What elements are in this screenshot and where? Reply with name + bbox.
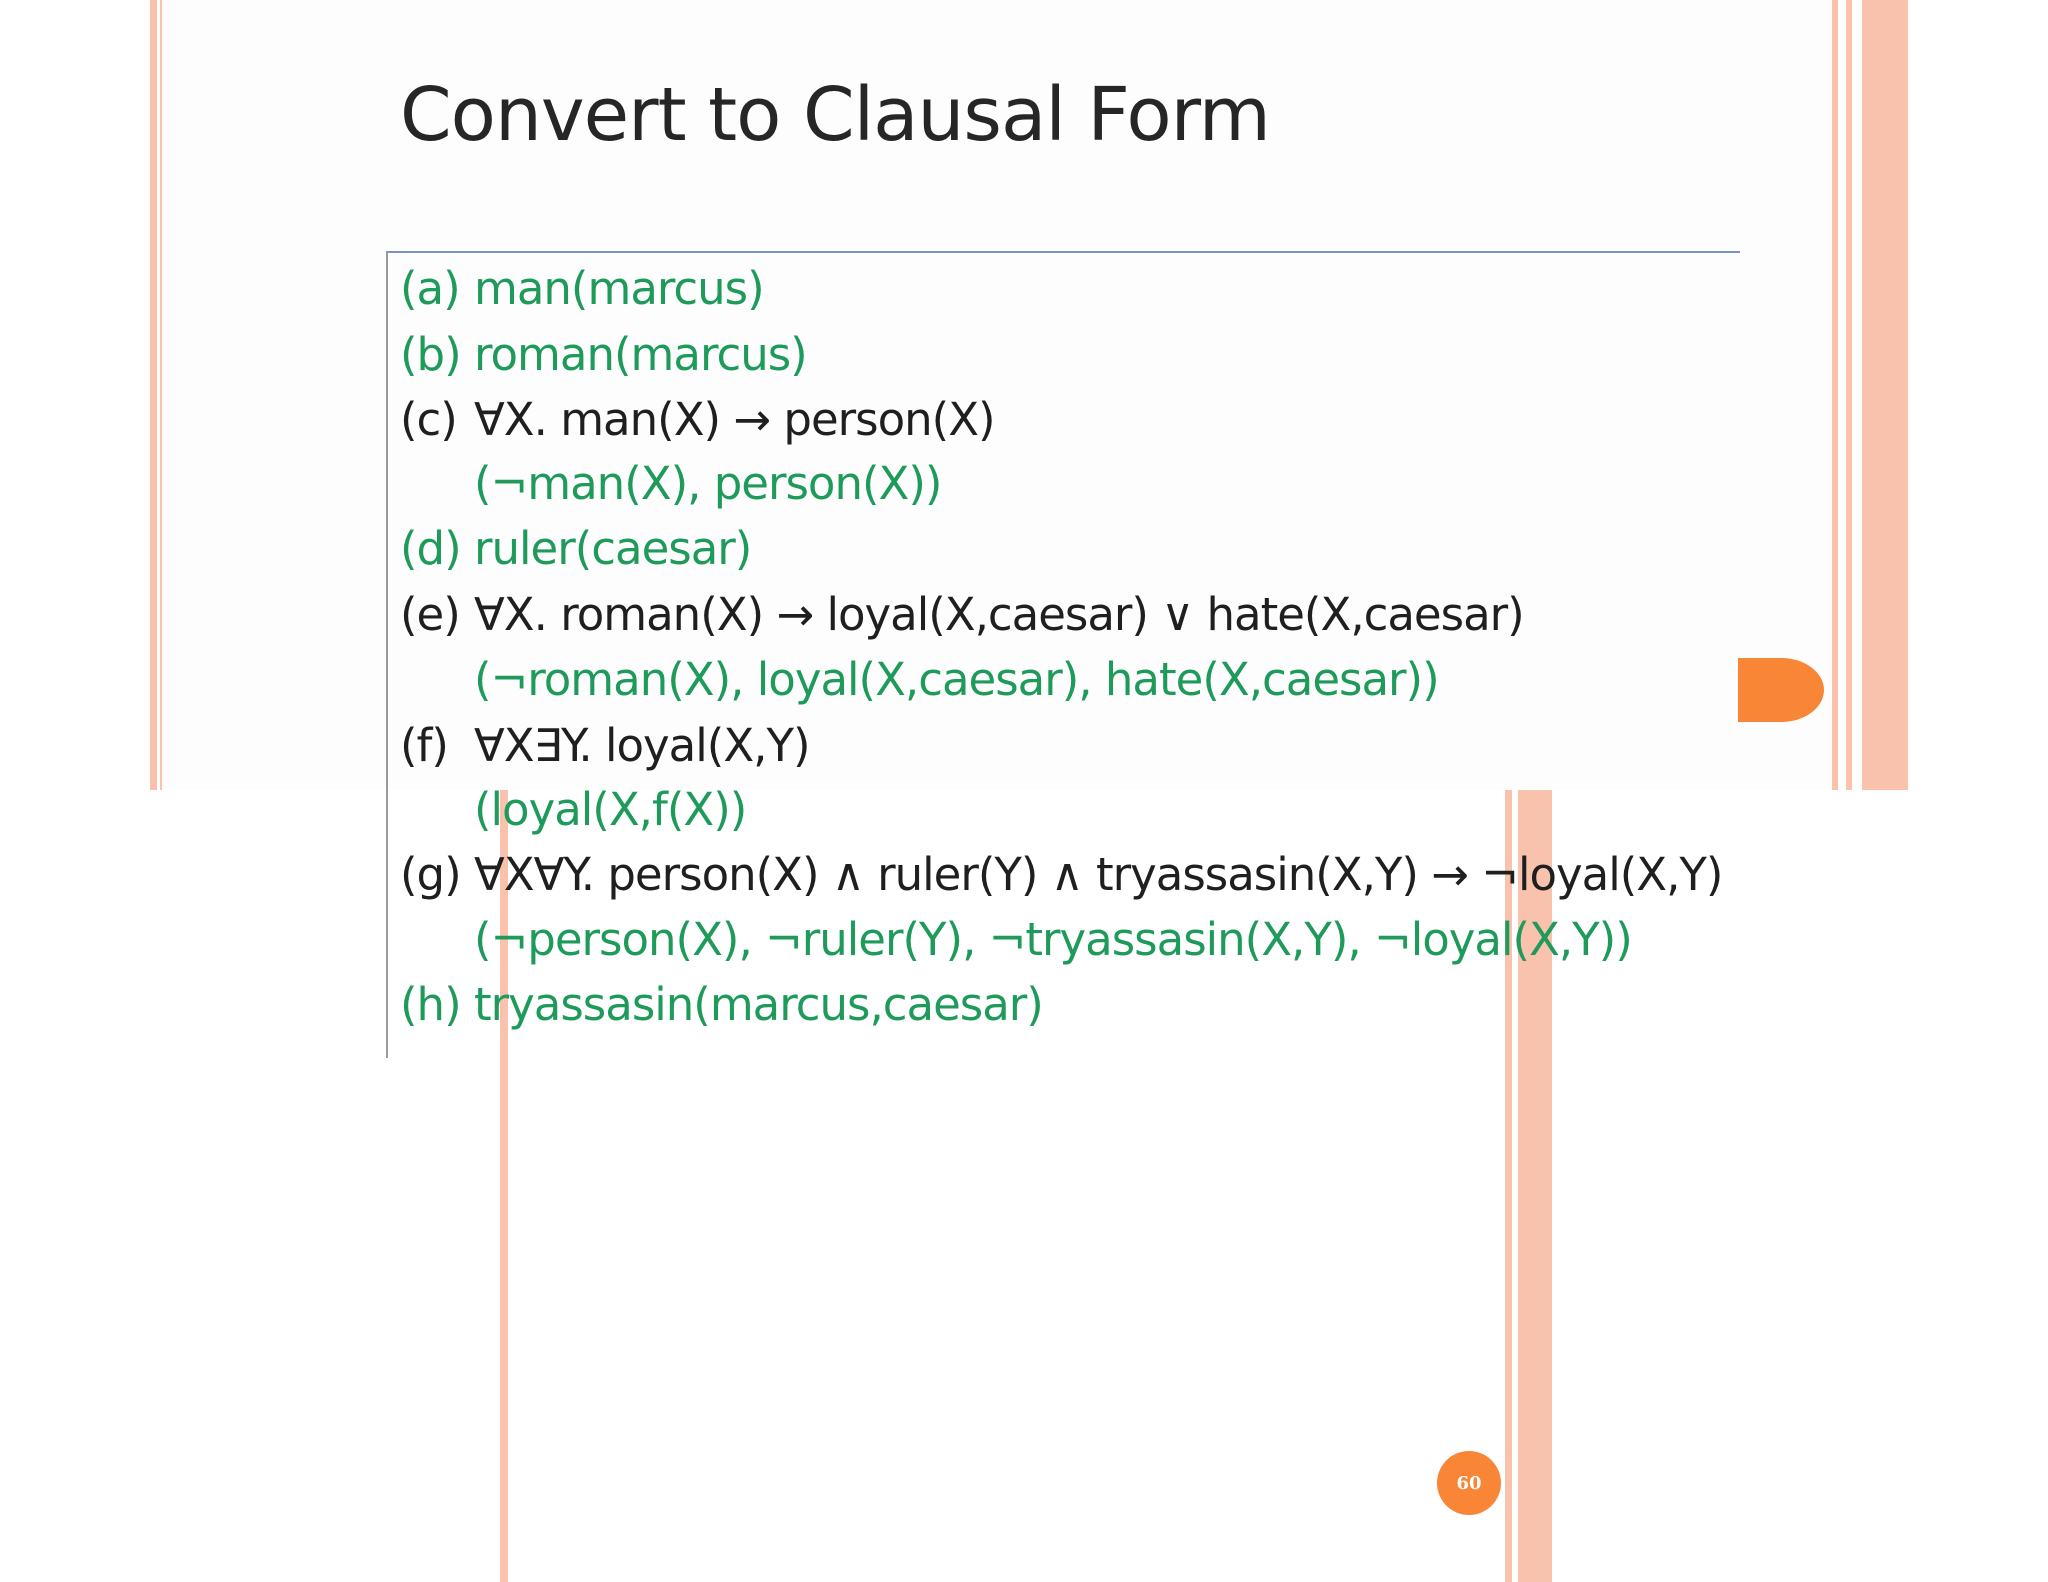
- clause-text: ∀X∀Y. person(X) ∧ ruler(Y) ∧ tryassasin(…: [474, 848, 1723, 901]
- slide-background-top: [150, 0, 1908, 790]
- clause-text: ∀X. roman(X) → loyal(X,caesar) ∨ hate(X,…: [474, 588, 1525, 641]
- right-border-bar: [1846, 0, 1852, 790]
- clause-label: (f): [400, 719, 449, 772]
- decorative-blob: [1738, 658, 1824, 722]
- clause-label: (d): [400, 522, 462, 575]
- page-number-badge: 60: [1437, 1451, 1501, 1515]
- lower-right-bar-thin: [1505, 790, 1512, 1582]
- clause-text: tryassasin(marcus,caesar): [474, 978, 1044, 1031]
- clause-text: ∀X. man(X) → person(X): [474, 393, 996, 446]
- clause-label: (h): [400, 978, 462, 1031]
- clause-label: (c): [400, 393, 458, 446]
- clause-text: (¬man(X), person(X)): [474, 457, 942, 510]
- left-border-bar: [150, 0, 157, 790]
- clause-text: man(marcus): [474, 262, 765, 315]
- clause-text: (¬person(X), ¬ruler(Y), ¬tryassasin(X,Y)…: [474, 913, 1633, 966]
- clause-label: (g): [400, 848, 462, 901]
- slide-title: Convert to Clausal Form: [400, 72, 1271, 158]
- lower-right-bar-wide: [1518, 790, 1552, 1582]
- clause-label: (b): [400, 328, 462, 381]
- left-border-thin: [160, 0, 162, 790]
- right-border-thin: [1832, 0, 1838, 790]
- clause-label: (a): [400, 262, 461, 315]
- clause-text: ∀X∃Y. loyal(X,Y): [474, 719, 810, 772]
- clause-text: ruler(caesar): [474, 522, 752, 575]
- right-border-wide: [1862, 0, 1908, 790]
- clause-label: (e): [400, 588, 461, 641]
- clause-text: roman(marcus): [474, 328, 808, 381]
- clause-text: (¬roman(X), loyal(X,caesar), hate(X,caes…: [474, 653, 1440, 706]
- lower-left-bar: [500, 790, 508, 1582]
- content-box: [386, 251, 1740, 1058]
- clause-text: (loyal(X,f(X)): [474, 783, 747, 836]
